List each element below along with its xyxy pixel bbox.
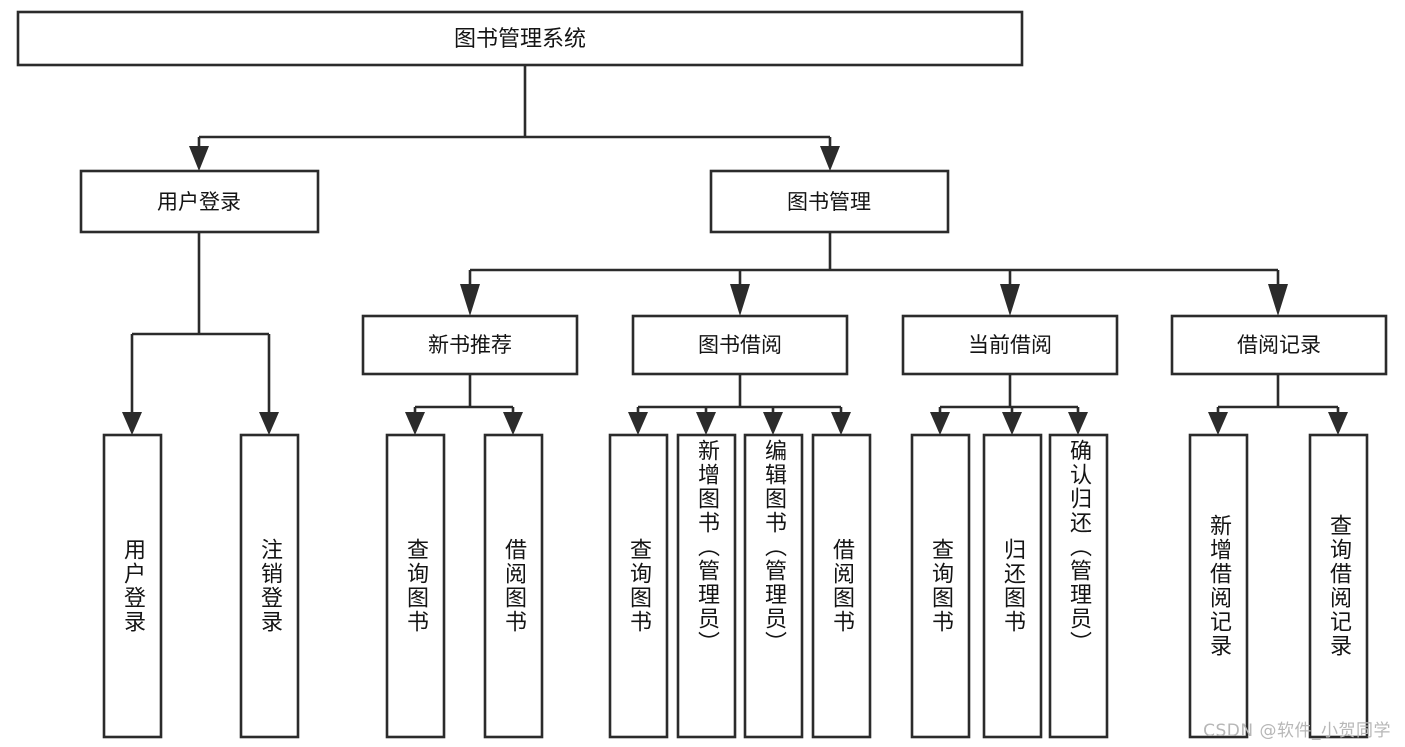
node-new-book-recommend[interactable]: 新书推荐: [361, 314, 579, 376]
node-borrow-record-box[interactable]: [1170, 314, 1388, 376]
node-book-borrow[interactable]: 图书借阅: [631, 314, 849, 376]
leaf-box-borrow-book-b[interactable]: [811, 433, 872, 739]
arrow-to-leaf-query-record: [1328, 412, 1348, 435]
arrow-to-leaf-edit-book: [763, 412, 783, 435]
arrow-to-leaf-query-book-b: [628, 412, 648, 435]
arrow-to-book-mgmt: [820, 146, 840, 171]
arrow-to-leaf-confirm-return: [1068, 412, 1088, 435]
leaf-box-query-book-c[interactable]: [910, 433, 971, 739]
arrow-to-leaf-query-book-c: [930, 412, 950, 435]
arrow-to-book-borrow: [730, 284, 750, 316]
leaf-box-add-book[interactable]: [676, 433, 737, 739]
node-borrow-record[interactable]: 借阅记录: [1170, 314, 1388, 376]
node-book-management[interactable]: 图书管理: [709, 169, 950, 234]
node-book-management-box[interactable]: [709, 169, 950, 234]
node-root-box[interactable]: [16, 10, 1024, 67]
arrow-to-borrow-record: [1268, 284, 1288, 316]
node-current-borrow[interactable]: 当前借阅: [901, 314, 1119, 376]
node-new-book-recommend-box[interactable]: [361, 314, 579, 376]
arrow-to-current-borrow: [1000, 284, 1020, 316]
node-current-borrow-label: 当前借阅: [968, 333, 1052, 357]
connector-layer: [122, 65, 1348, 435]
leaf-box-query-book-a[interactable]: [385, 433, 446, 739]
leaf-box-query-book-b[interactable]: [608, 433, 669, 739]
node-current-borrow-box[interactable]: [901, 314, 1119, 376]
leaf-box-confirm-return[interactable]: [1048, 433, 1109, 739]
leaf-box-add-record[interactable]: [1188, 433, 1249, 739]
leaf-box-borrow-book-a[interactable]: [483, 433, 544, 739]
leaf-box-edit-book[interactable]: [743, 433, 804, 739]
arrow-to-new-book-rec: [460, 284, 480, 316]
arrow-to-leaf-user-login: [122, 412, 142, 435]
node-book-borrow-label: 图书借阅: [698, 333, 782, 357]
leaf-box-user-login[interactable]: [102, 433, 163, 739]
node-root-label: 图书管理系统: [454, 27, 586, 52]
arrow-to-leaf-logout: [259, 412, 279, 435]
arrow-to-leaf-add-book: [696, 412, 716, 435]
node-book-borrow-box[interactable]: [631, 314, 849, 376]
arrow-to-leaf-add-record: [1208, 412, 1228, 435]
node-book-management-label: 图书管理: [787, 190, 871, 214]
leaf-box-return-book[interactable]: [982, 433, 1043, 739]
node-user-login-label: 用户登录: [157, 190, 241, 214]
node-root-system[interactable]: 图书管理系统: [16, 10, 1024, 67]
leaf-box-layer: [102, 433, 1369, 739]
arrow-to-leaf-borrow-book-a: [503, 412, 523, 435]
leaf-box-query-record[interactable]: [1308, 433, 1369, 739]
arrow-to-leaf-query-book-a: [405, 412, 425, 435]
node-user-login[interactable]: 用户登录: [79, 169, 320, 234]
node-borrow-record-label: 借阅记录: [1237, 333, 1321, 357]
leaf-box-logout[interactable]: [239, 433, 300, 739]
node-user-login-box[interactable]: [79, 169, 320, 234]
arrow-to-leaf-return-book: [1002, 412, 1022, 435]
arrow-to-user-login: [189, 146, 209, 171]
node-new-book-recommend-label: 新书推荐: [428, 333, 512, 357]
arrow-to-leaf-borrow-book-b: [831, 412, 851, 435]
